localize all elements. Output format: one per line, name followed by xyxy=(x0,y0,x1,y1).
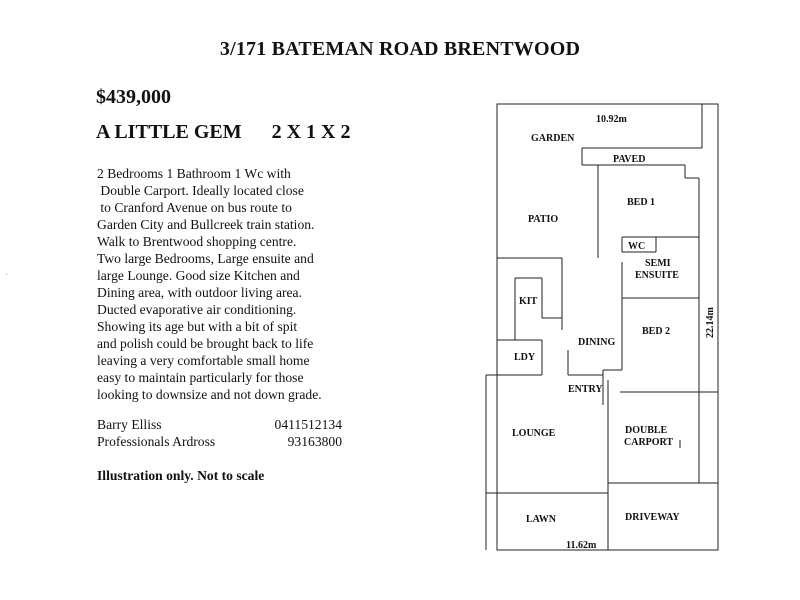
description-line: Garden City and Bullcreek train station. xyxy=(97,217,315,232)
dimension-side: 22.14m xyxy=(705,307,716,339)
description-line: Dining area, with outdoor living area. xyxy=(97,285,302,300)
room-entry: ENTRY xyxy=(568,384,603,395)
margin-mark: ' xyxy=(6,272,8,281)
contact-phone: 0411512134 xyxy=(274,417,342,432)
room-ldy: LDY xyxy=(514,352,536,363)
room-driveway: DRIVEWAY xyxy=(625,512,680,523)
room-paved: PAVED xyxy=(613,154,645,165)
contact-list: Barry Elliss 0411512134 Professionals Ar… xyxy=(97,416,342,450)
description-line: Two large Bedrooms, Large ensuite and xyxy=(97,251,314,266)
room-patio: PATIO xyxy=(528,214,558,225)
description-line: easy to maintain particularly for those xyxy=(97,370,304,385)
disclaimer: Illustration only. Not to scale xyxy=(97,468,265,483)
room-wc: WC xyxy=(628,241,645,252)
listing-headline: A LITTLE GEM 2 X 1 X 2 xyxy=(96,121,351,143)
description-line: large Lounge. Good size Kitchen and xyxy=(97,268,300,283)
description-line: leaving a very comfortable small home xyxy=(97,353,310,368)
room-kit: KIT xyxy=(519,296,538,307)
description-line: to Cranford Avenue on bus route to xyxy=(97,200,292,215)
description-line: Walk to Brentwood shopping centre. xyxy=(97,234,297,249)
room-double: DOUBLE xyxy=(625,425,668,436)
room-carport: CARPORT xyxy=(624,437,673,448)
room-bed1: BED 1 xyxy=(627,197,655,208)
description-line: Double Carport. Ideally located close xyxy=(97,183,304,198)
room-bed2: BED 2 xyxy=(642,326,670,337)
contact-row: Professionals Ardross 93163800 xyxy=(97,433,342,450)
dimension-bottom: 11.62m xyxy=(566,540,597,551)
room-garden: GARDEN xyxy=(531,133,575,144)
listing-description: 2 Bedrooms 1 Bathroom 1 Wc with Double C… xyxy=(97,165,367,403)
contact-name: Barry Elliss xyxy=(97,417,162,432)
room-dining: DINING xyxy=(578,337,615,348)
room-lounge: LOUNGE xyxy=(512,428,556,439)
description-line: looking to downsize and not down grade. xyxy=(97,387,322,402)
room-ensuite: ENSUITE xyxy=(635,270,679,281)
room-lawn: LAWN xyxy=(526,514,557,525)
contact-phone: 93163800 xyxy=(287,434,342,449)
description-line: 2 Bedrooms 1 Bathroom 1 Wc with xyxy=(97,166,291,181)
contact-row: Barry Elliss 0411512134 xyxy=(97,416,342,433)
dimension-top: 10.92m xyxy=(596,114,628,125)
listing-title: 3/171 BATEMAN ROAD BRENTWOOD xyxy=(219,38,581,60)
listing-price: $439,000 xyxy=(96,86,171,108)
description-line: and polish could be brought back to life xyxy=(97,336,314,351)
room-semi: SEMI xyxy=(645,258,671,269)
floor-plan: 10.92m 22.14m 11.62m GARDEN PAVED PATIO … xyxy=(485,103,719,551)
description-line: Ducted evaporative air conditioning. xyxy=(97,302,297,317)
description-line: Showing its age but with a bit of spit xyxy=(97,319,298,334)
contact-name: Professionals Ardross xyxy=(97,434,216,449)
